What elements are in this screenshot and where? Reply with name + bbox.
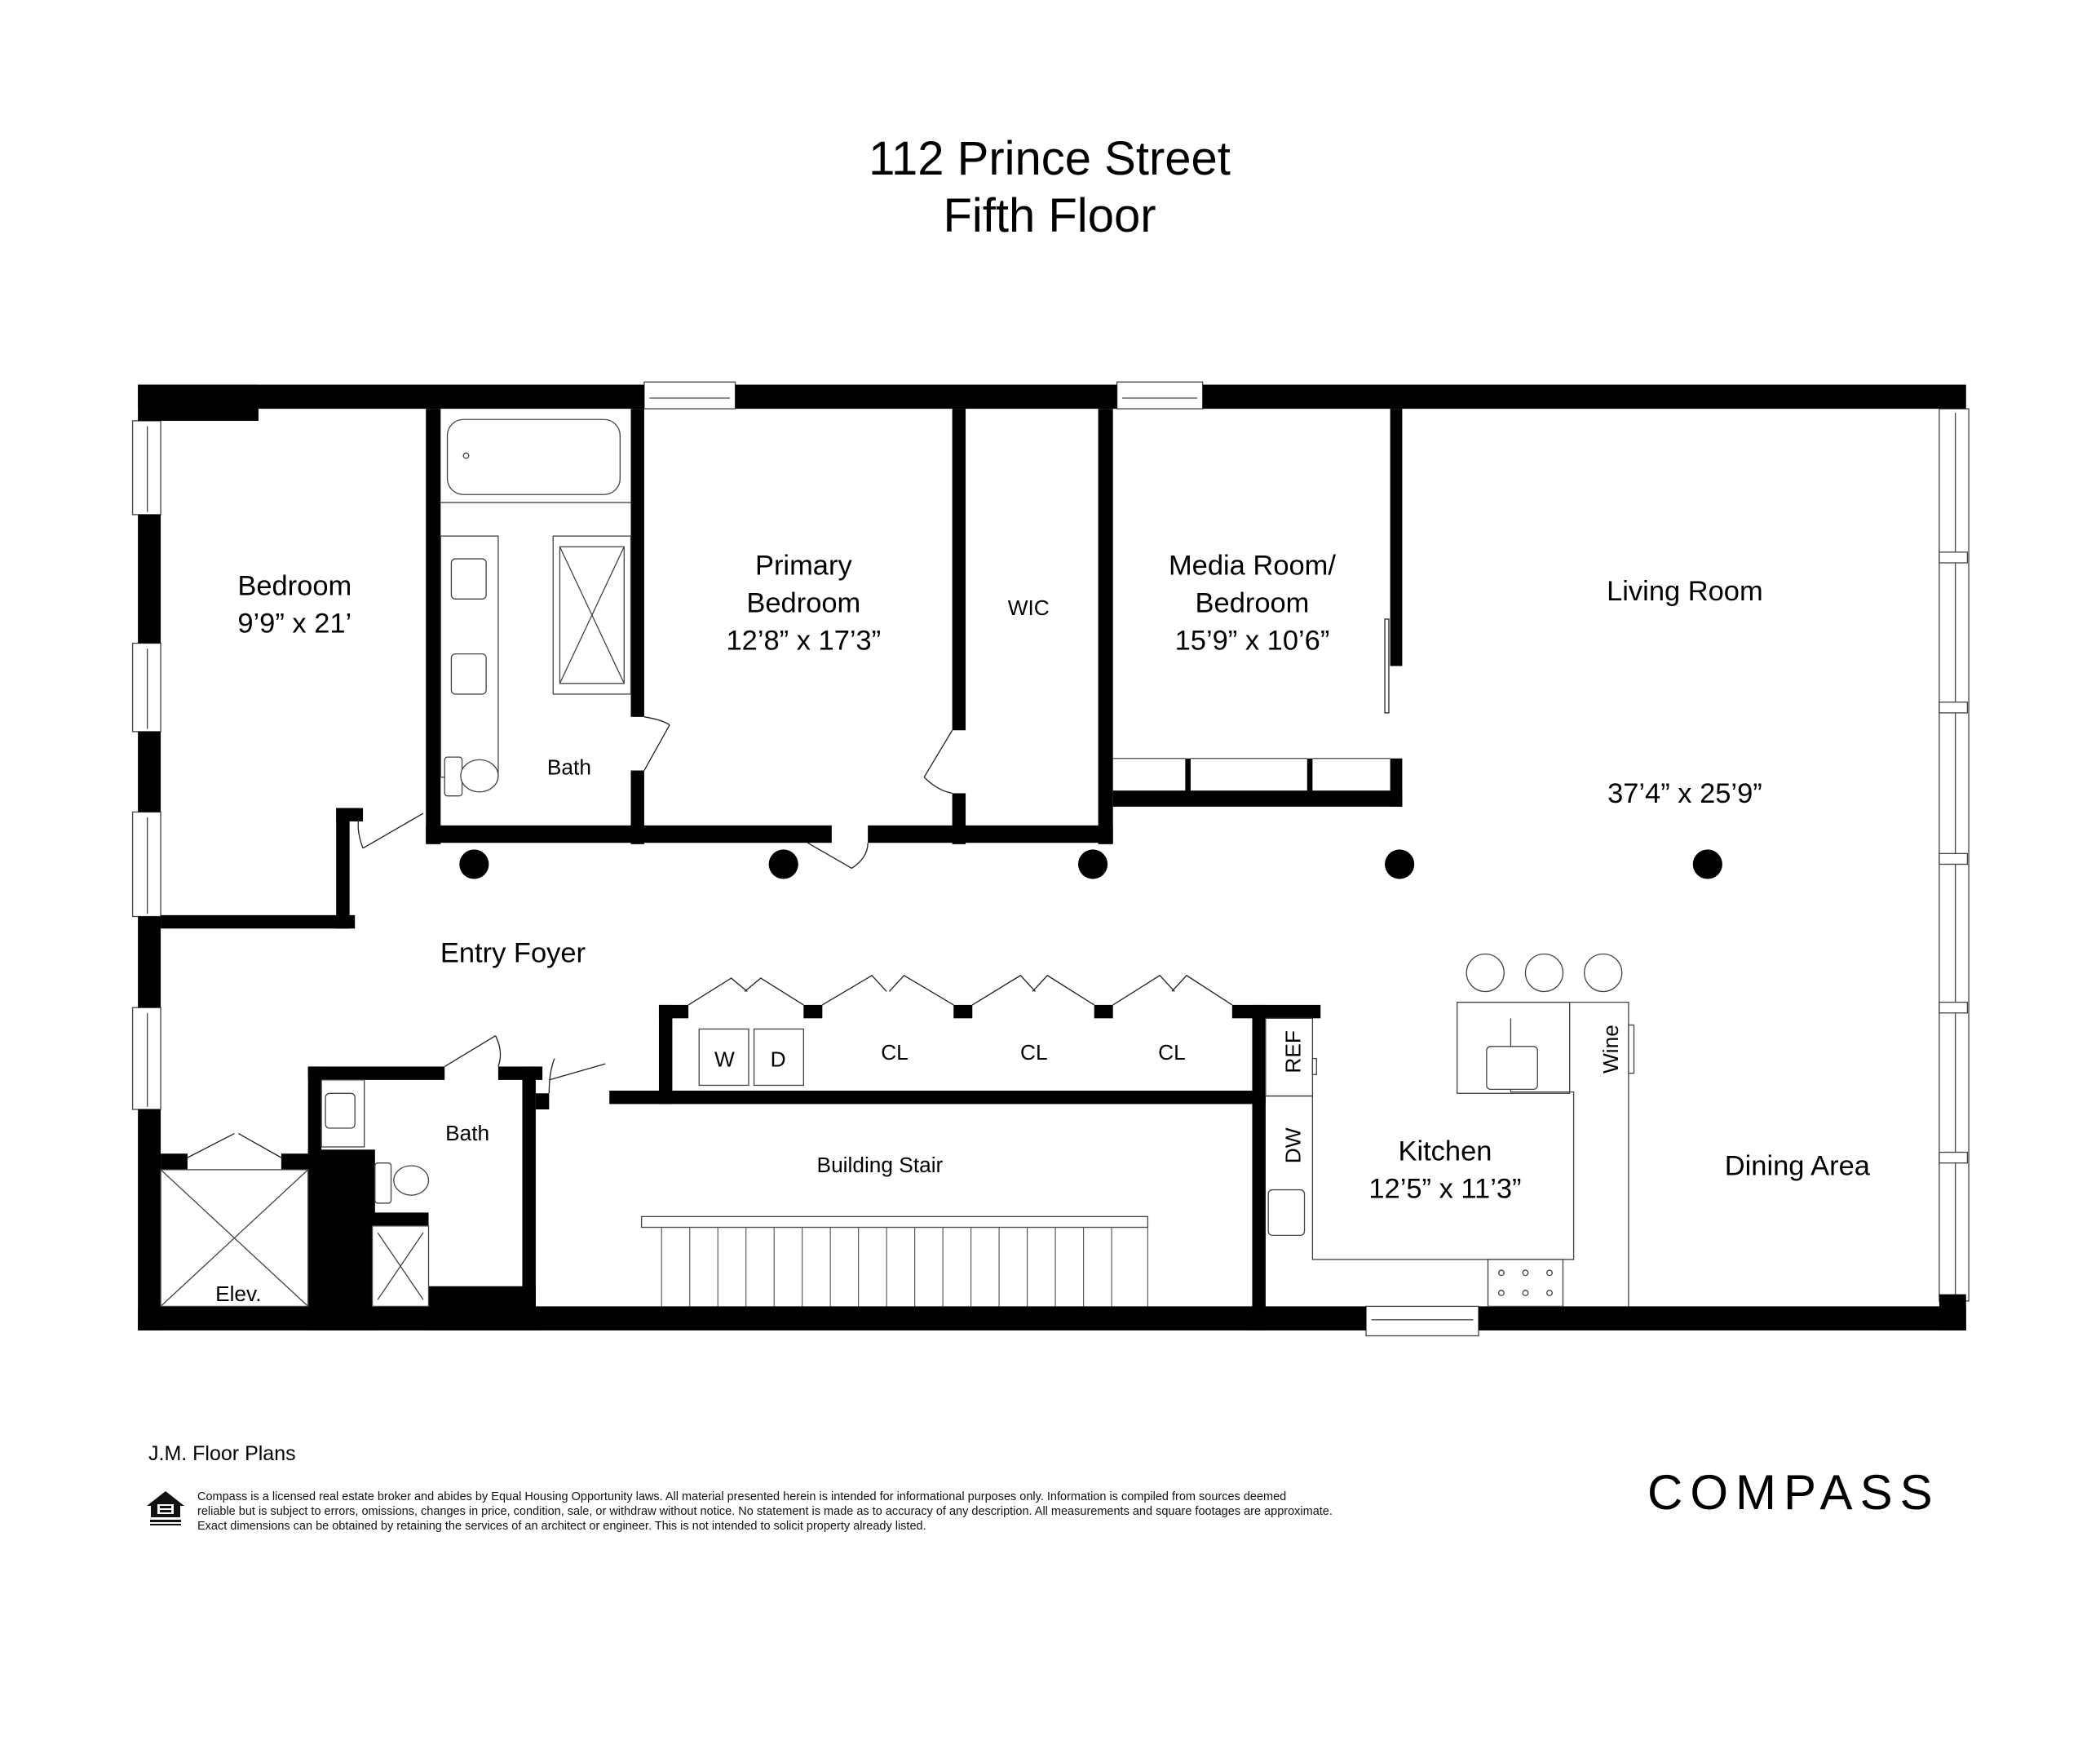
fixtures	[160, 418, 1635, 1308]
sink-icon	[325, 1092, 356, 1129]
label-dishwasher: DW	[1281, 1127, 1306, 1163]
label-kitchen-dims: 12’5” x 11’3”	[1368, 1173, 1521, 1204]
label-media-room-dims: 15’9” x 10’6”	[1175, 626, 1330, 657]
label-bedroom: Bedroom	[237, 570, 351, 601]
compass-logo: COMPASS	[1647, 1465, 1940, 1520]
toilet-icon	[444, 756, 463, 797]
windows	[131, 381, 1970, 1337]
range-icon	[1487, 1259, 1564, 1308]
label-closet: CL	[1158, 1040, 1186, 1065]
label-wine: Wine	[1598, 1025, 1623, 1074]
stair-treads	[661, 1227, 1148, 1307]
disclaimer-line: Compass is a licensed real estate broker…	[197, 1490, 1287, 1503]
label-living-room: Living Room	[1607, 576, 1763, 607]
equal-housing-icon	[147, 1491, 184, 1525]
label-elevator: Elev.	[215, 1282, 261, 1306]
label-dining-area: Dining Area	[1725, 1150, 1871, 1181]
label-wic: WIC	[1008, 595, 1050, 620]
walls	[138, 384, 1966, 1330]
label-building-stair: Building Stair	[817, 1153, 944, 1177]
sink-icon	[1486, 1046, 1538, 1091]
label-kitchen: Kitchen	[1398, 1136, 1492, 1167]
label-primary-bedroom-dims: 12’8” x 17’3”	[726, 626, 881, 657]
disclaimer-line: Exact dimensions can be obtained by reta…	[197, 1520, 926, 1533]
doors	[187, 618, 1390, 1158]
label-media-room-line2: Bedroom	[1196, 588, 1310, 619]
label-primary-bath: Bath	[547, 755, 591, 779]
plan-title: 112 Prince Street Fifth Floor	[0, 131, 2100, 245]
label-media-room-line1: Media Room/	[1169, 551, 1336, 582]
label-bedroom-dims: 9’9” x 21’	[237, 608, 351, 639]
label-living-room-dims: 37’4” x 25’9”	[1607, 778, 1762, 809]
sink-icon	[450, 653, 487, 695]
label-refrigerator: REF	[1281, 1030, 1306, 1074]
label-primary-bedroom-line1: Primary	[755, 551, 852, 582]
room-labels: Bedroom 9’9” x 21’ Bath Primary Bedroom …	[215, 551, 1871, 1306]
label-dryer: D	[771, 1047, 786, 1071]
label-washer: W	[714, 1047, 735, 1071]
structural-columns	[459, 849, 1722, 879]
disclaimer-text: Compass is a licensed real estate broker…	[197, 1490, 1551, 1534]
label-entry-foyer: Entry Foyer	[440, 937, 586, 968]
legal-disclaimer-block: Compass is a licensed real estate broker…	[145, 1490, 1551, 1534]
label-guest-bath: Bath	[445, 1121, 489, 1145]
label-closet: CL	[881, 1040, 909, 1065]
disclaimer-line: reliable but is subject to errors, omiss…	[197, 1505, 1333, 1518]
toilet-icon	[374, 1162, 392, 1204]
sink-icon	[1267, 1189, 1306, 1237]
address-title: 112 Prince Street	[869, 132, 1231, 185]
bathtub-icon	[446, 418, 621, 495]
label-closet: CL	[1020, 1040, 1048, 1065]
floor-plan-credit: J.M. Floor Plans	[148, 1442, 296, 1465]
floor-subtitle: Fifth Floor	[943, 189, 1156, 242]
sink-icon	[450, 558, 487, 600]
label-primary-bedroom-line2: Bedroom	[746, 588, 860, 619]
